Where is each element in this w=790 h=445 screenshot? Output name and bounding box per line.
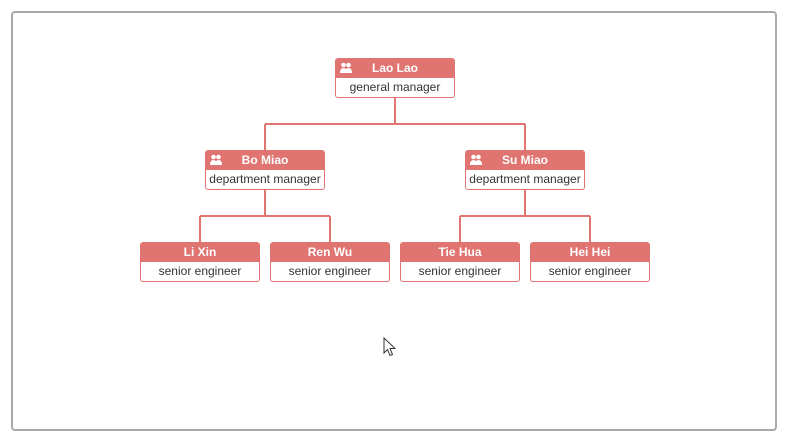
node-ren-wu[interactable]: Ren Wu senior engineer <box>270 242 390 282</box>
node-role: department manager <box>469 172 581 186</box>
node-header: Ren Wu <box>271 243 389 262</box>
node-li-xin[interactable]: Li Xin senior engineer <box>140 242 260 282</box>
node-name: Bo Miao <box>241 153 289 167</box>
node-role: general manager <box>349 80 441 94</box>
node-header: Su Miao <box>466 151 584 170</box>
node-role: department manager <box>209 172 321 186</box>
node-name: Ren Wu <box>307 245 353 259</box>
node-lao-lao[interactable]: Lao Lao general manager <box>335 58 455 98</box>
node-name: Li Xin <box>183 245 217 259</box>
people-icon <box>210 154 222 165</box>
node-name: Tie Hua <box>438 245 482 259</box>
node-su-miao[interactable]: Su Miao department manager <box>465 150 585 190</box>
node-header: Bo Miao <box>206 151 324 170</box>
node-role: senior engineer <box>158 264 242 278</box>
node-role: senior engineer <box>548 264 632 278</box>
node-role: senior engineer <box>418 264 502 278</box>
people-icon <box>340 62 352 73</box>
mouse-cursor-icon <box>383 337 397 357</box>
node-hei-hei[interactable]: Hei Hei senior engineer <box>530 242 650 282</box>
people-icon <box>470 154 482 165</box>
node-header: Hei Hei <box>531 243 649 262</box>
node-header: Li Xin <box>141 243 259 262</box>
node-header: Tie Hua <box>401 243 519 262</box>
node-header: Lao Lao <box>336 59 454 78</box>
node-name: Su Miao <box>501 153 548 167</box>
node-bo-miao[interactable]: Bo Miao department manager <box>205 150 325 190</box>
node-tie-hua[interactable]: Tie Hua senior engineer <box>400 242 520 282</box>
node-role: senior engineer <box>288 264 372 278</box>
node-name: Hei Hei <box>569 245 611 259</box>
node-name: Lao Lao <box>371 61 418 75</box>
